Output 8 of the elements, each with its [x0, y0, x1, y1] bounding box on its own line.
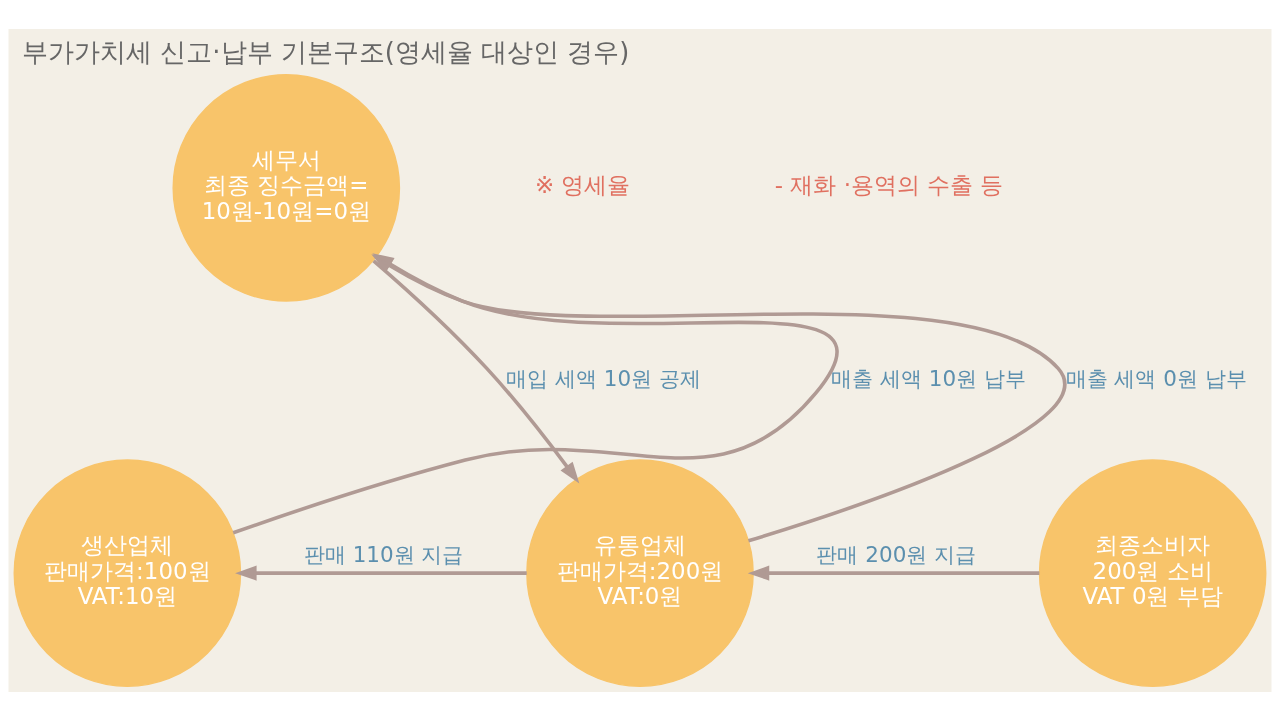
edge-label: 판매 110원 지급: [303, 541, 464, 567]
edge-label: 매입 세액 10원 공제: [506, 365, 701, 391]
edge-label: 판매 200원 지급: [816, 541, 977, 567]
edge-label: 매출 세액 0원 납부: [1065, 365, 1247, 391]
edge-label: 매출 세액 10원 납부: [831, 365, 1026, 391]
label: - 재화 ·용역의 수출 등: [774, 171, 1004, 198]
diagram-title: 부가가치세 신고·납부 기본구조(영세율 대상인 경우): [22, 36, 630, 67]
label: ※ 영세율: [534, 171, 631, 198]
